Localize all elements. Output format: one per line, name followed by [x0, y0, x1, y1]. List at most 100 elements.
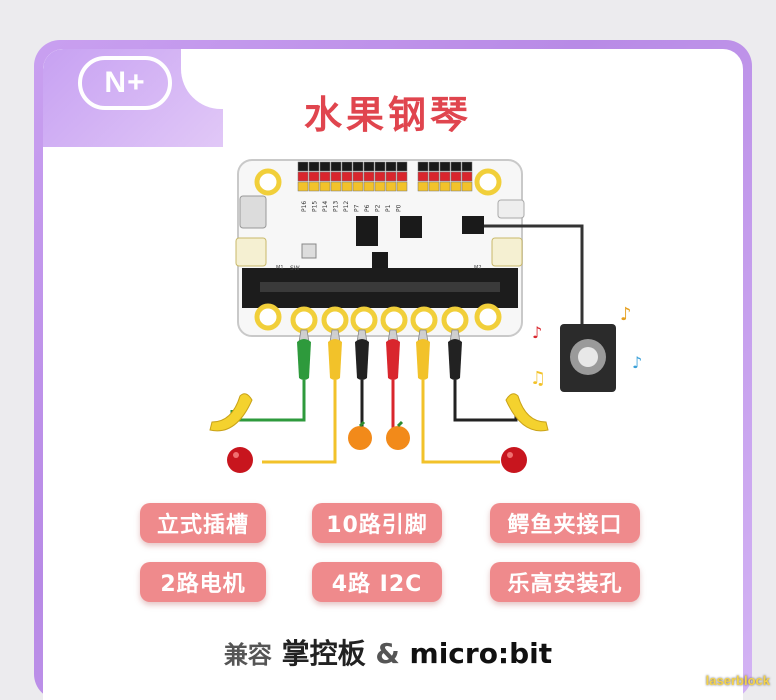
pin-label: P7 — [354, 204, 361, 212]
clip-pad — [321, 306, 349, 334]
pin-label: P16 — [301, 201, 308, 212]
header-pin — [450, 171, 462, 182]
lego-holes — [254, 168, 502, 331]
sw-label: SW — [290, 265, 300, 272]
chip — [356, 216, 378, 246]
feature-4-i2c: 4路 I2C — [312, 562, 442, 602]
chip — [372, 252, 388, 268]
feature-2-motors: 2路电机 — [140, 562, 266, 602]
speaker-dome — [578, 347, 598, 367]
header-pin — [308, 161, 320, 172]
wire-yellow-left — [262, 380, 337, 464]
header-pin — [341, 181, 353, 192]
m2-label: M2 — [474, 265, 482, 271]
alligator-clip — [448, 329, 462, 380]
header-pin — [461, 181, 473, 192]
pin-label: P13 — [333, 201, 340, 212]
compatibility-line: 兼容 掌控板 & micro:bit — [0, 632, 776, 672]
header-pin — [352, 171, 364, 182]
mount-hole — [254, 168, 282, 196]
clip-pad — [350, 306, 378, 334]
feature-upright-slot: 立式插槽 — [140, 503, 266, 543]
motor-connector-m1 — [235, 237, 267, 267]
header-pin — [330, 171, 342, 182]
header-pin — [352, 161, 364, 172]
header-pin — [363, 161, 375, 172]
watermark: laserblock — [705, 673, 770, 688]
wire-yellow-right — [421, 380, 500, 464]
apple-left-icon — [227, 447, 253, 473]
header-pin — [396, 161, 408, 172]
banana-left-icon — [209, 393, 253, 432]
header-pin — [319, 171, 331, 182]
header-pin — [341, 161, 353, 172]
pin-label: P14 — [322, 201, 329, 212]
alligator-clip — [416, 329, 430, 380]
header-pin — [297, 161, 309, 172]
motor-connector-m2 — [491, 237, 523, 267]
compat-microbit: micro:bit — [409, 637, 553, 670]
mount-hole — [254, 303, 282, 331]
feature-clip-interface: 鳄鱼夹接口 — [490, 503, 640, 543]
music-note-icon: ♪ — [620, 304, 632, 325]
mount-hole — [474, 303, 502, 331]
header-pin — [428, 171, 440, 182]
compat-prefix: 兼容 — [223, 641, 272, 669]
header-pin — [297, 181, 309, 192]
clip-pad — [290, 306, 318, 334]
header-pin — [396, 181, 408, 192]
feature-lego-holes: 乐高安装孔 — [490, 562, 640, 602]
compat-board: 掌控板 — [281, 637, 366, 670]
chip — [400, 216, 422, 238]
music-note-icon: ♫ — [530, 368, 546, 389]
header-pin — [319, 161, 331, 172]
apple-right-icon — [501, 447, 527, 473]
header-pin — [417, 171, 429, 182]
header-pin — [330, 161, 342, 172]
i2c-plug — [462, 216, 484, 234]
pin-label: P2 — [375, 204, 382, 212]
m1-label: M1 — [276, 265, 284, 271]
alligator-clip — [386, 329, 400, 380]
clip-pad — [380, 306, 408, 334]
brand-logo: N+ — [78, 56, 172, 110]
feature-10-pins: 10路引脚 — [312, 503, 442, 543]
header-pin — [428, 161, 440, 172]
pin-label: P0 — [396, 204, 403, 212]
header-pin — [352, 181, 364, 192]
header-pin — [308, 171, 320, 182]
pin-label: P6 — [364, 204, 371, 212]
header-pin — [330, 181, 342, 192]
header-pin — [428, 181, 440, 192]
header-pin — [363, 171, 375, 182]
music-note-icon: ♪ — [632, 353, 642, 372]
i2c-port — [497, 199, 525, 219]
orange-right-icon — [386, 420, 410, 450]
header-pin — [417, 161, 429, 172]
header-pin — [385, 181, 397, 192]
edge-slot-inner — [260, 282, 500, 292]
pin-label: P1 — [385, 204, 392, 212]
header-pin — [439, 181, 451, 192]
tab-cutout — [181, 49, 281, 109]
header-pin — [461, 161, 473, 172]
clip-pads — [290, 306, 469, 334]
header-pin — [461, 171, 473, 182]
pin-label: P12 — [343, 201, 350, 212]
header-pin — [374, 161, 386, 172]
mount-hole — [474, 168, 502, 196]
header-pin — [319, 181, 331, 192]
header-pin — [450, 161, 462, 172]
header-pin — [341, 171, 353, 182]
header-pin — [439, 171, 451, 182]
usb-port — [239, 195, 267, 229]
alligator-clip — [355, 329, 369, 380]
header-pin — [363, 181, 375, 192]
clip-pad — [410, 306, 438, 334]
header-pin — [439, 161, 451, 172]
pin-label: P15 — [312, 201, 319, 212]
header-pin — [308, 181, 320, 192]
alligator-clip — [328, 329, 342, 380]
